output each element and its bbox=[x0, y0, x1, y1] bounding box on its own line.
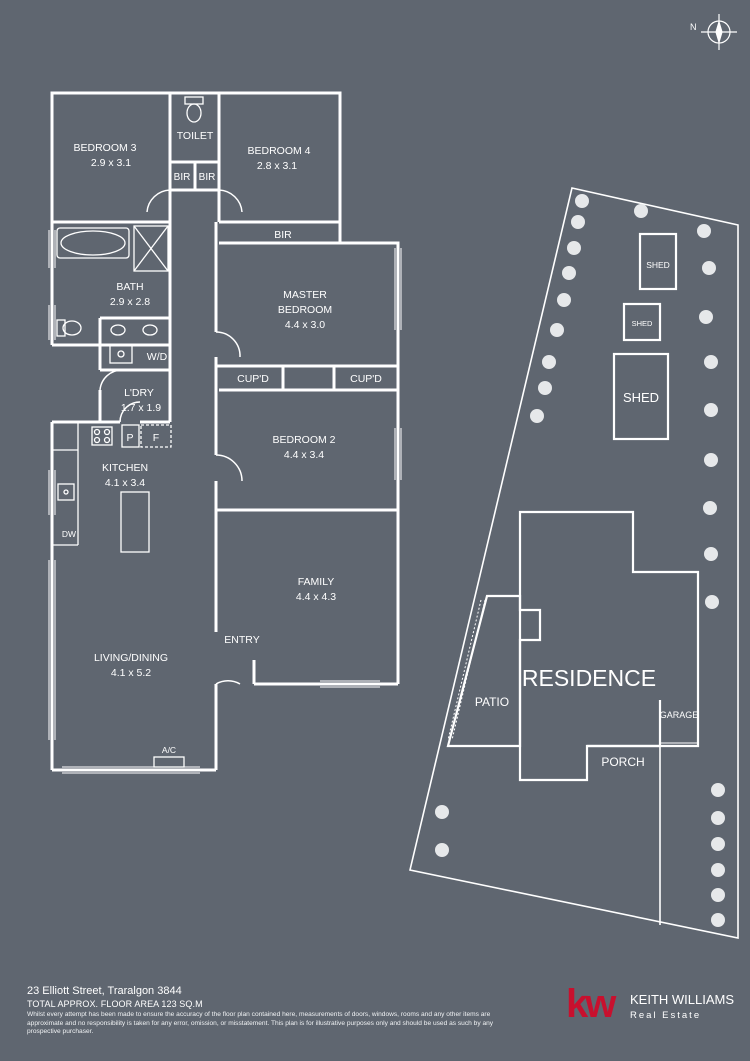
site-shed-small-2-label: SHED bbox=[632, 319, 653, 328]
room-living-name: LIVING/DINING bbox=[94, 652, 168, 664]
shed-small-2 bbox=[622, 302, 662, 342]
room-ac: A/C bbox=[162, 745, 176, 755]
tree-icon bbox=[562, 266, 576, 280]
room-bath-size: 2.9 x 2.8 bbox=[110, 296, 150, 308]
room-bedroom4-size: 2.8 x 3.1 bbox=[257, 160, 297, 172]
logo-mark: kw bbox=[566, 984, 617, 1024]
room-toilet-name: TOILET bbox=[177, 130, 214, 142]
residence-outline bbox=[518, 510, 700, 782]
site-trees bbox=[435, 194, 725, 927]
window-marks bbox=[48, 230, 402, 774]
site-garage-label: GARAGE bbox=[660, 710, 699, 720]
site-patio-label: PATIO bbox=[475, 695, 509, 709]
room-bedroom4-name: BEDROOM 4 bbox=[247, 145, 310, 157]
shed-small-1 bbox=[638, 232, 678, 291]
tree-icon bbox=[435, 843, 449, 857]
room-entry: ENTRY bbox=[224, 634, 259, 646]
tree-icon bbox=[704, 547, 718, 561]
site-porch-label: PORCH bbox=[601, 755, 644, 769]
tree-icon bbox=[705, 595, 719, 609]
tree-icon bbox=[538, 381, 552, 395]
tree-icon bbox=[697, 224, 711, 238]
tree-icon bbox=[530, 409, 544, 423]
room-bir-master: BIR bbox=[274, 229, 292, 241]
room-family-name: FAMILY bbox=[298, 576, 335, 588]
site-shed-small-1-label: SHED bbox=[646, 260, 670, 270]
property-address: 23 Elliott Street, Traralgon 3844 bbox=[27, 985, 182, 997]
fixtures bbox=[52, 96, 204, 768]
logo-name: KEITH WILLIAMS bbox=[630, 992, 734, 1007]
room-living-size: 4.1 x 5.2 bbox=[111, 667, 151, 679]
tree-icon bbox=[711, 783, 725, 797]
room-master-size: 4.4 x 3.0 bbox=[285, 319, 325, 331]
site-boundary bbox=[409, 187, 739, 939]
room-pantry: P bbox=[126, 432, 133, 444]
tree-icon bbox=[704, 355, 718, 369]
tree-icon bbox=[711, 913, 725, 927]
room-fridge: F bbox=[153, 432, 159, 444]
logo-tagline: Real Estate bbox=[630, 1010, 701, 1021]
floor-area: TOTAL APPROX. FLOOR AREA 123 SQ.M bbox=[27, 999, 203, 1009]
room-kitchen-size: 4.1 x 3.4 bbox=[105, 477, 145, 489]
room-cupd-2: CUP'D bbox=[350, 373, 382, 385]
tree-icon bbox=[699, 310, 713, 324]
room-kitchen-name: KITCHEN bbox=[102, 462, 148, 474]
room-bedroom2-size: 4.4 x 3.4 bbox=[284, 449, 324, 461]
tree-icon bbox=[435, 805, 449, 819]
tree-icon bbox=[704, 403, 718, 417]
room-laundry-size: 1.7 x 1.9 bbox=[121, 402, 161, 414]
house-walls bbox=[50, 91, 400, 772]
tree-icon bbox=[711, 837, 725, 851]
room-laundry-name: L'DRY bbox=[124, 387, 154, 399]
door-swings bbox=[99, 189, 243, 685]
site-shed-large-label: SHED bbox=[623, 390, 659, 405]
disclaimer: Whilst every attempt has been made to en… bbox=[27, 1011, 494, 1036]
room-bedroom2-name: BEDROOM 2 bbox=[272, 434, 335, 446]
room-master-name1: MASTER bbox=[283, 289, 327, 301]
tree-icon bbox=[567, 241, 581, 255]
tree-icon bbox=[575, 194, 589, 208]
room-master-name2: BEDROOM bbox=[278, 304, 332, 316]
tree-icon bbox=[550, 323, 564, 337]
room-bir-1: BIR bbox=[174, 172, 191, 183]
tree-icon bbox=[702, 261, 716, 275]
patio-outline bbox=[446, 594, 522, 748]
room-bath-name: BATH bbox=[116, 281, 143, 293]
tree-icon bbox=[703, 501, 717, 515]
tree-icon bbox=[542, 355, 556, 369]
room-bedroom3-size: 2.9 x 3.1 bbox=[91, 157, 131, 169]
tree-icon bbox=[557, 293, 571, 307]
site-residence-label: RESIDENCE bbox=[522, 665, 656, 691]
room-bir-2: BIR bbox=[199, 172, 216, 183]
tree-icon bbox=[571, 215, 585, 229]
keith-williams-logo: kw KEITH WILLIAMS Real Estate bbox=[566, 984, 734, 1024]
compass-north-label: N bbox=[690, 22, 697, 32]
shed-large bbox=[612, 352, 670, 441]
tree-icon bbox=[704, 453, 718, 467]
site-buildings bbox=[446, 232, 700, 782]
room-wd: W/D bbox=[147, 351, 168, 363]
footer: 23 Elliott Street, Traralgon 3844 TOTAL … bbox=[27, 985, 497, 1037]
tree-icon bbox=[711, 888, 725, 902]
tree-icon bbox=[711, 811, 725, 825]
room-bedroom3-name: BEDROOM 3 bbox=[73, 142, 136, 154]
room-family-size: 4.4 x 4.3 bbox=[296, 591, 336, 603]
room-dw: DW bbox=[62, 529, 76, 539]
compass-icon bbox=[701, 14, 737, 50]
tree-icon bbox=[634, 204, 648, 218]
room-cupd-1: CUP'D bbox=[237, 373, 269, 385]
tree-icon bbox=[711, 863, 725, 877]
